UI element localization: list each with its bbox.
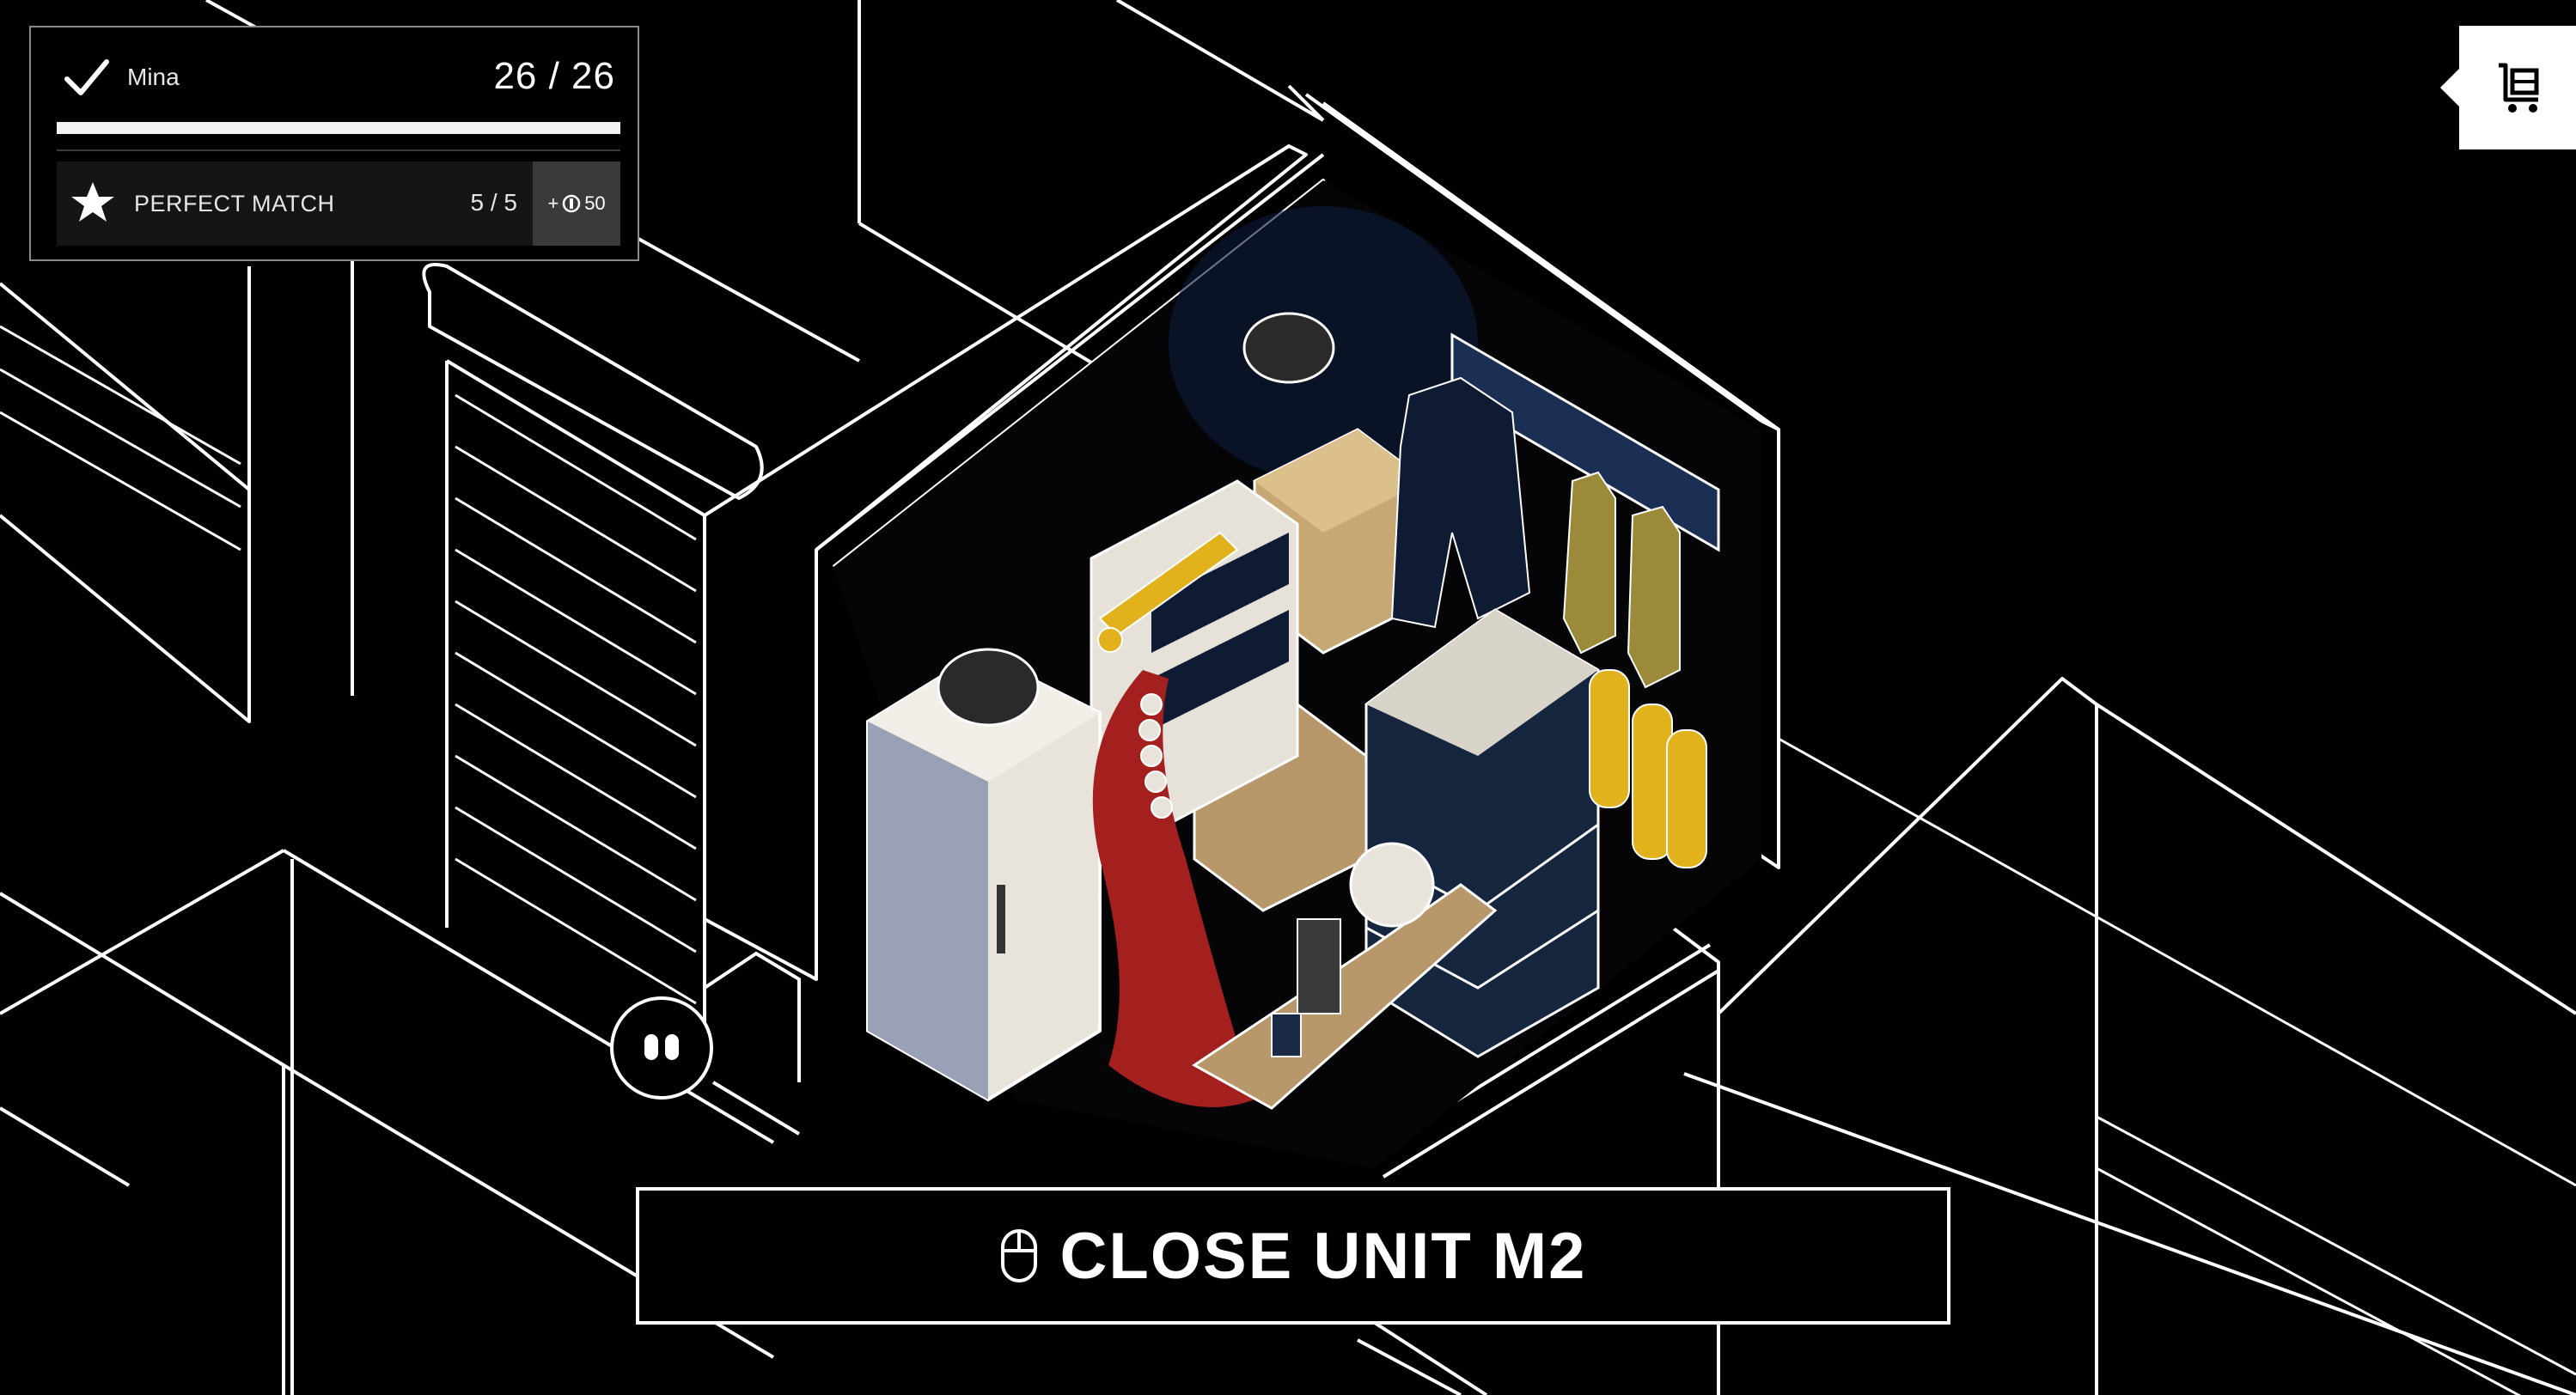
reward-amount: 50 bbox=[584, 192, 606, 214]
cart-notch bbox=[2440, 69, 2459, 107]
unit-interior bbox=[833, 180, 1761, 1168]
player-character bbox=[610, 951, 801, 1136]
close-unit-button[interactable]: CLOSE UNIT M2 bbox=[636, 1187, 1950, 1325]
star-icon bbox=[71, 182, 114, 222]
check-icon bbox=[64, 59, 109, 95]
divider bbox=[57, 149, 620, 151]
progress-text: 26 / 26 bbox=[493, 55, 615, 97]
cart-button[interactable] bbox=[2440, 26, 2576, 149]
mouse-icon bbox=[1000, 1229, 1037, 1282]
player-name: Mina bbox=[127, 64, 180, 90]
bonus-row: PERFECT MATCH 5 / 5 + 50 bbox=[57, 161, 620, 246]
progress-fill bbox=[57, 122, 620, 134]
reward-badge: + 50 bbox=[533, 161, 620, 246]
door-roll bbox=[422, 263, 764, 500]
bonus-label: PERFECT MATCH bbox=[134, 191, 335, 216]
bonus-count: 5 / 5 bbox=[470, 189, 517, 216]
progress-bar bbox=[57, 122, 620, 134]
objective-panel: Mina 26 / 26 PERFECT MATCH 5 / 5 + 50 bbox=[29, 26, 639, 261]
cart-icon bbox=[2499, 63, 2539, 113]
reward-prefix: + bbox=[547, 192, 559, 214]
lower-left-block bbox=[0, 849, 775, 1395]
coin-icon bbox=[562, 194, 581, 213]
shutter-left bbox=[247, 249, 354, 722]
close-unit-label: CLOSE UNIT M2 bbox=[1059, 1219, 1587, 1293]
